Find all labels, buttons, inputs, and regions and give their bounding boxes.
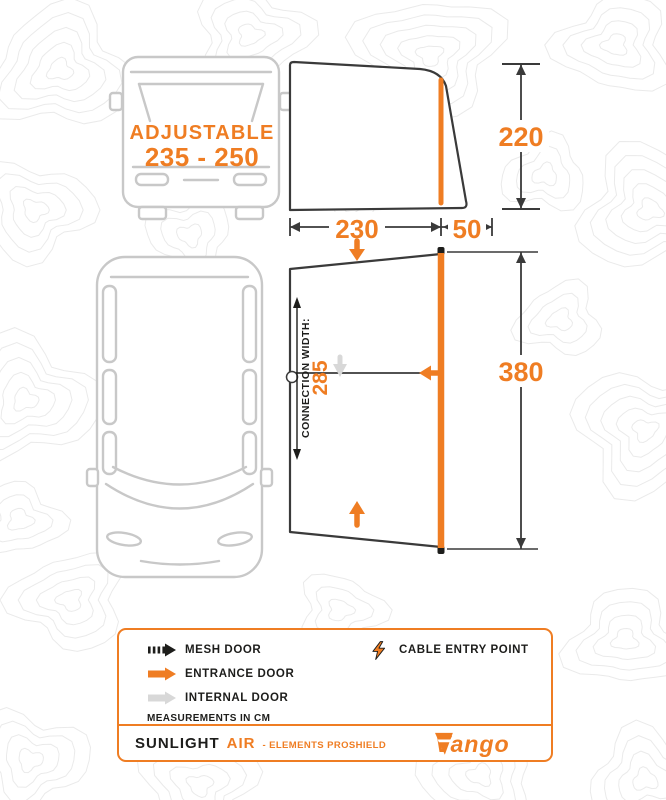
product-title: SUNLIGHT AIR - ELEMENTS PROSHIELD xyxy=(135,735,386,752)
van-headlight-right xyxy=(216,531,254,547)
entrance-door-arrow-front xyxy=(419,365,441,381)
van-window xyxy=(101,284,118,364)
awning-side-view xyxy=(288,60,468,212)
van-windshield xyxy=(111,465,248,486)
van-mirror-right xyxy=(259,467,274,488)
awning-plan-view xyxy=(285,247,445,554)
legend-label: ENTRANCE DOOR xyxy=(185,668,295,680)
van-top-view xyxy=(85,255,274,579)
legend-label: CABLE ENTRY POINT xyxy=(399,644,529,656)
van-wheel-left xyxy=(137,205,168,221)
measurements-note: MEASUREMENTS IN CM xyxy=(147,713,271,724)
van-window xyxy=(241,430,258,476)
van-headlight-left xyxy=(105,531,143,547)
legend-item-mesh-door: MESH DOOR xyxy=(147,638,294,662)
van-wheel-right xyxy=(234,205,265,221)
van-window xyxy=(241,284,258,364)
van-mirror-left xyxy=(85,467,100,488)
legend-item-internal-door: INTERNAL DOOR xyxy=(147,686,294,710)
legend-label: INTERNAL DOOR xyxy=(185,692,289,704)
van-window xyxy=(101,368,118,426)
legend-label: MESH DOOR xyxy=(185,644,262,656)
legend-item-entrance-door: ENTRANCE DOOR xyxy=(147,662,294,686)
internal-door-arrow xyxy=(333,354,347,377)
vango-logo: Vango xyxy=(435,730,535,758)
lightning-bolt-icon xyxy=(371,640,393,660)
van-front-view xyxy=(108,55,294,221)
product-subtitle: - ELEMENTS PROSHIELD xyxy=(262,740,387,751)
connection-width-label: CONNECTION WIDTH: xyxy=(300,318,312,438)
dimension-height-220: 220 xyxy=(493,63,549,210)
dimension-depth-230-50: 230 50 xyxy=(289,212,493,244)
entrance-door-arrow-bottom xyxy=(349,501,365,528)
connection-width-dimension: CONNECTION WIDTH: 285 xyxy=(293,297,332,460)
legend-box: MESH DOOR ENTRANCE DOOR xyxy=(117,628,553,762)
adjustable-label: ADJUSTABLE xyxy=(130,122,275,144)
van-mirror-left xyxy=(108,91,124,112)
connection-width-value: 285 xyxy=(309,360,332,395)
vango-flag-icon xyxy=(435,732,453,755)
van-window xyxy=(101,430,118,476)
product-series: AIR xyxy=(226,735,256,752)
legend-item-cable-entry: CABLE ENTRY POINT xyxy=(371,638,529,662)
height-value: 220 xyxy=(498,122,543,152)
internal-door-arrow-icon xyxy=(147,691,179,705)
adjustable-height-dimension: ADJUSTABLE 235 - 250 xyxy=(130,122,275,172)
van-headlight-right xyxy=(232,172,268,187)
dimension-width-380: 380 xyxy=(447,251,549,550)
adjustable-range-value: 235 - 250 xyxy=(145,142,259,172)
van-window xyxy=(241,368,258,426)
product-name: SUNLIGHT xyxy=(135,735,220,752)
legend-item-list: MESH DOOR ENTRANCE DOOR xyxy=(147,638,294,724)
entrance-door-arrow-top xyxy=(349,238,365,261)
legend-footer: SUNLIGHT AIR - ELEMENTS PROSHIELD Vango xyxy=(119,727,551,760)
entrance-door-arrow-icon xyxy=(147,667,179,681)
van-headlight-left xyxy=(134,172,170,187)
cable-entry-marker xyxy=(285,370,299,384)
width-value: 380 xyxy=(498,357,543,387)
mesh-door-arrow-icon xyxy=(147,643,179,657)
depth-front-value: 50 xyxy=(453,214,482,244)
legend-divider xyxy=(118,724,552,726)
